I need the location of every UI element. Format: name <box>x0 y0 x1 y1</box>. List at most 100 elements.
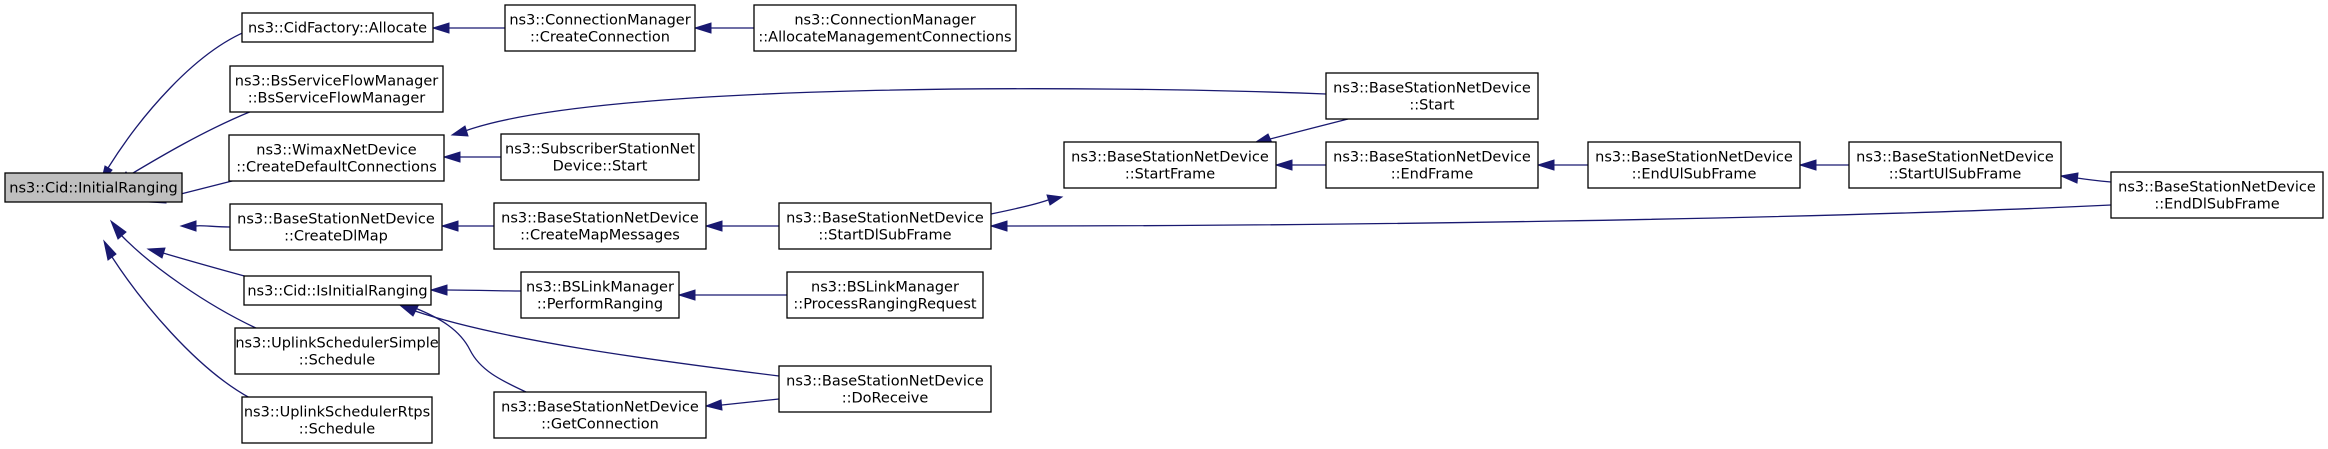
node-bs_startframe[interactable]: ns3::BaseStationNetDevice::StartFrame <box>1063 141 1277 189</box>
node-bs_startul[interactable]: ns3::BaseStationNetDevice::StartUlSubFra… <box>1848 141 2062 189</box>
node-label-line: ns3::BaseStationNetDevice <box>501 211 699 227</box>
node-ulsimple[interactable]: ns3::UplinkSchedulerSimple::Schedule <box>234 327 440 375</box>
node-bs_doreceive[interactable]: ns3::BaseStationNetDevice::DoReceive <box>778 365 992 413</box>
edge-line <box>107 27 256 169</box>
edge-arrowhead <box>103 239 117 261</box>
edge-cid_isinitial-to-root <box>146 247 249 278</box>
node-bs_createdlmap[interactable]: ns3::BaseStationNetDevice::CreateDlMap <box>229 203 443 251</box>
edge-line <box>1269 118 1349 140</box>
edge-line <box>2076 177 2112 183</box>
node-label-line: ns3::BaseStationNetDevice <box>786 211 984 227</box>
node-box <box>228 134 445 182</box>
edge-bs_startdl-to-bs_createmapmsgs <box>704 220 779 232</box>
node-box <box>493 391 707 439</box>
node-bs_endframe[interactable]: ns3::BaseStationNetDevice::EndFrame <box>1325 141 1539 189</box>
node-label-line: ns3::BaseStationNetDevice <box>1333 81 1531 97</box>
edge-line <box>121 235 259 330</box>
node-label-line: ::DoReceive <box>842 391 929 407</box>
node-label-line: Device::Start <box>553 159 648 175</box>
edge-line <box>127 110 253 177</box>
edges-layer <box>100 22 2112 411</box>
edge-line <box>162 252 249 278</box>
node-label-line: ::Schedule <box>299 422 375 438</box>
node-bslink_perform[interactable]: ns3::BSLinkManager::PerformRanging <box>520 271 680 319</box>
node-label-line: ::ProcessRangingRequest <box>793 297 976 313</box>
edge-bs_start-to-wimax_createdefault <box>450 88 1327 137</box>
node-label-line: ::PerformRanging <box>537 297 663 313</box>
edge-bs_doreceive-to-cid_isinitial <box>399 305 780 377</box>
node-box <box>500 133 700 181</box>
node-label-line: ::StartFrame <box>1125 167 1215 183</box>
node-cm_allocmgmt[interactable]: ns3::ConnectionManager::AllocateManageme… <box>753 4 1017 52</box>
node-box <box>753 4 1017 52</box>
edge-arrowhead <box>693 22 712 34</box>
edge-ulsimple-to-root <box>109 219 259 330</box>
edge-line <box>990 199 1049 215</box>
edge-bs_start-to-bs_startframe <box>1254 118 1349 144</box>
edge-arrowhead <box>1798 159 1817 171</box>
node-box <box>786 271 984 319</box>
edge-line <box>446 289 522 292</box>
edge-arrowhead <box>179 220 197 232</box>
node-label-line: ns3::BSLinkManager <box>526 280 674 296</box>
nodes-layer: ns3::Cid::InitialRanging ns3::CidFactory:… <box>4 4 2324 444</box>
edge-arrowhead <box>677 289 696 301</box>
node-box <box>2110 171 2324 219</box>
edge-line <box>1006 204 2112 227</box>
node-bs_enddl[interactable]: ns3::BaseStationNetDevice::EndDlSubFrame <box>2110 171 2324 219</box>
edge-arrowhead <box>704 399 723 411</box>
edge-cm_allocmgmt-to-cm_create <box>693 22 754 34</box>
edge-arrowhead <box>1536 159 1555 171</box>
node-label-line: ns3::SubscriberStationNet <box>505 142 695 158</box>
node-label-line: ns3::BaseStationNetDevice <box>1595 150 1793 166</box>
node-label-line: ::CreateDlMap <box>284 229 388 245</box>
node-box <box>1587 141 1801 189</box>
node-label-line: ns3::UplinkSchedulerSimple <box>235 336 438 352</box>
node-bs_startdl[interactable]: ns3::BaseStationNetDevice::StartDlSubFra… <box>778 202 992 250</box>
node-label-line: ns3::BSLinkManager <box>811 280 959 296</box>
node-ulrtps[interactable]: ns3::UplinkSchedulerRtps::Schedule <box>241 396 433 444</box>
edge-bs_createmapmsgs-to-bs_createdlmap <box>440 220 494 232</box>
node-cid_isinitial[interactable]: ns3::Cid::IsInitialRanging <box>243 275 432 306</box>
node-bs_getconn[interactable]: ns3::BaseStationNetDevice::GetConnection <box>493 391 707 439</box>
node-label-line: ns3::Cid::IsInitialRanging <box>247 284 427 300</box>
node-cidfactory_allocate[interactable]: ns3::CidFactory::Allocate <box>241 12 434 43</box>
node-box <box>520 271 680 319</box>
node-label-line: ::EndFrame <box>1391 167 1474 183</box>
edge-bs_doreceive-to-bs_getconn <box>704 398 780 411</box>
node-label-line: ::AllocateManagementConnections <box>758 30 1011 46</box>
edge-bslink_perform-to-cid_isinitial <box>429 284 522 296</box>
edge-arrowhead <box>440 220 459 232</box>
node-label-line: ns3::ConnectionManager <box>509 13 690 29</box>
node-bs_endul[interactable]: ns3::BaseStationNetDevice::EndUlSubFrame <box>1587 141 1801 189</box>
node-bsflow[interactable]: ns3::BsServiceFlowManager::BsServiceFlow… <box>229 65 444 113</box>
node-box <box>4 172 183 203</box>
node-label-line: ns3::Cid::InitialRanging <box>9 181 177 197</box>
node-bs_createmapmsgs[interactable]: ns3::BaseStationNetDevice::CreateMapMess… <box>493 202 707 250</box>
edge-arrowhead <box>399 305 419 317</box>
node-root[interactable]: ns3::Cid::InitialRanging <box>4 172 183 203</box>
node-bslink_process[interactable]: ns3::BSLinkManager::ProcessRangingReques… <box>786 271 984 319</box>
node-wimax_createdefault[interactable]: ns3::WimaxNetDevice::CreateDefaultConnec… <box>228 134 445 182</box>
edge-arrowhead <box>704 220 723 232</box>
node-bs_start[interactable]: ns3::BaseStationNetDevice::Start <box>1325 72 1539 120</box>
node-box <box>234 327 440 375</box>
node-label-line: ns3::BaseStationNetDevice <box>1071 150 1269 166</box>
edge-line <box>195 225 231 228</box>
node-label-line: ::StartUlSubFrame <box>1889 167 2022 183</box>
edge-ulrtps-to-root <box>103 239 251 399</box>
node-label-line: ns3::BaseStationNetDevice <box>501 400 699 416</box>
node-label-line: ns3::BaseStationNetDevice <box>786 374 984 390</box>
node-box <box>493 202 707 250</box>
node-label-line: ::EndUlSubFrame <box>1632 167 1757 183</box>
edge-bs_startul-to-bs_endul <box>1798 159 1849 171</box>
node-label-line: ns3::BaseStationNetDevice <box>1333 150 1531 166</box>
edge-bs_endul-to-bs_endframe <box>1536 159 1588 171</box>
node-box <box>1325 141 1539 189</box>
edge-arrowhead <box>429 284 448 296</box>
node-box <box>778 202 992 250</box>
node-box <box>229 65 444 113</box>
node-cm_create[interactable]: ns3::ConnectionManager::CreateConnection <box>504 4 696 52</box>
